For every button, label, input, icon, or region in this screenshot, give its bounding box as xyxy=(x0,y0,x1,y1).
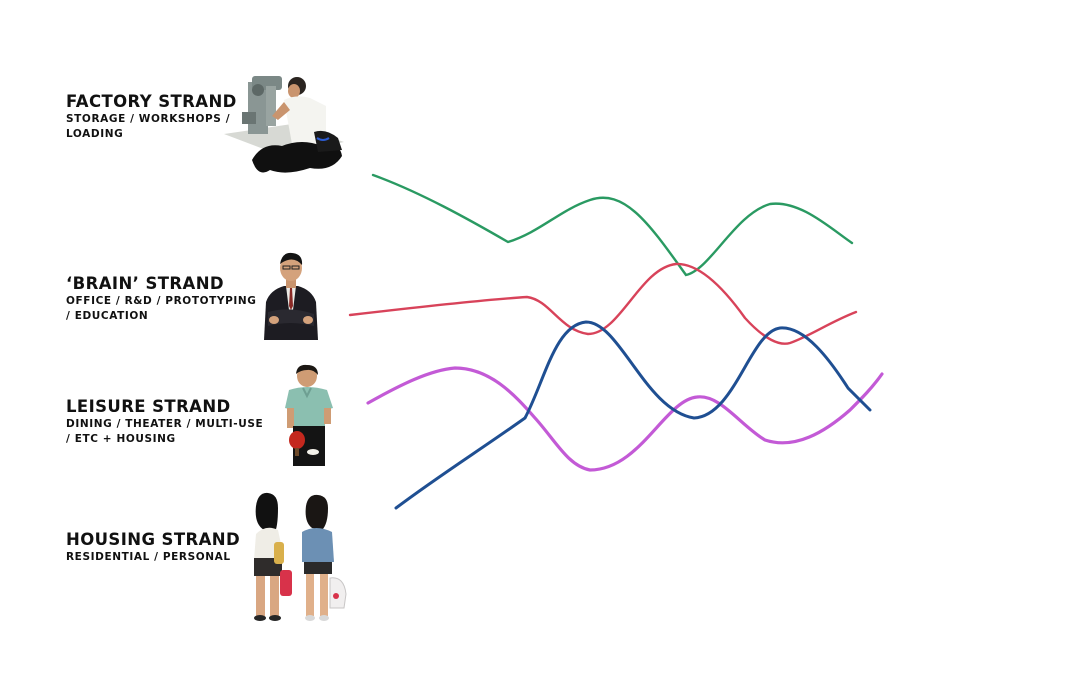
factory-strand-subtitle: STORAGE / WORKSHOPS / LOADING xyxy=(66,112,237,142)
worker-at-machine-photo xyxy=(224,76,344,173)
leisure-strand-title: LEISURE STRAND xyxy=(66,397,231,416)
housing-strand-legend: HOUSING STRAND RESIDENTIAL / PERSONAL xyxy=(66,531,240,565)
factory-strand-title: FACTORY STRAND xyxy=(66,92,237,111)
housing-strand-curve xyxy=(394,320,872,510)
brain-strand-curve xyxy=(348,262,858,345)
ping-pong-player-photo xyxy=(285,364,333,466)
leisure-strand-subtitle-line: / ETC + HOUSING xyxy=(66,433,176,445)
leisure-strand-curve xyxy=(366,366,884,472)
leisure-strand-legend: LEISURE STRAND DINING / THEATER / MULTI-… xyxy=(66,398,263,447)
businessman-photo xyxy=(264,252,318,340)
housing-strand-subtitle: RESIDENTIAL / PERSONAL xyxy=(66,550,240,565)
factory-strand-curve xyxy=(371,173,854,277)
brain-strand-subtitle: OFFICE / R&D / PROTOTYPING / EDUCATION xyxy=(66,294,256,324)
brain-strand-subtitle-line: OFFICE / R&D / PROTOTYPING xyxy=(66,295,257,307)
leisure-strand-subtitle-line: DINING / THEATER / MULTI-USE xyxy=(66,418,264,430)
housing-strand-title: HOUSING STRAND xyxy=(66,530,241,549)
factory-strand-subtitle-line: LOADING xyxy=(66,128,124,140)
brain-strand-subtitle-line: / EDUCATION xyxy=(66,310,149,322)
two-women-walking-photo xyxy=(254,492,347,621)
housing-strand-subtitle-line: RESIDENTIAL / PERSONAL xyxy=(66,551,231,563)
factory-strand-subtitle-line: STORAGE / WORKSHOPS / xyxy=(66,113,231,125)
factory-strand-legend: FACTORY STRAND STORAGE / WORKSHOPS / LOA… xyxy=(66,93,237,142)
leisure-strand-subtitle: DINING / THEATER / MULTI-USE / ETC + HOU… xyxy=(66,417,263,447)
brain-strand-legend: ‘BRAIN’ STRAND OFFICE / R&D / PROTOTYPIN… xyxy=(66,275,256,324)
brain-strand-title: ‘BRAIN’ STRAND xyxy=(66,274,224,293)
